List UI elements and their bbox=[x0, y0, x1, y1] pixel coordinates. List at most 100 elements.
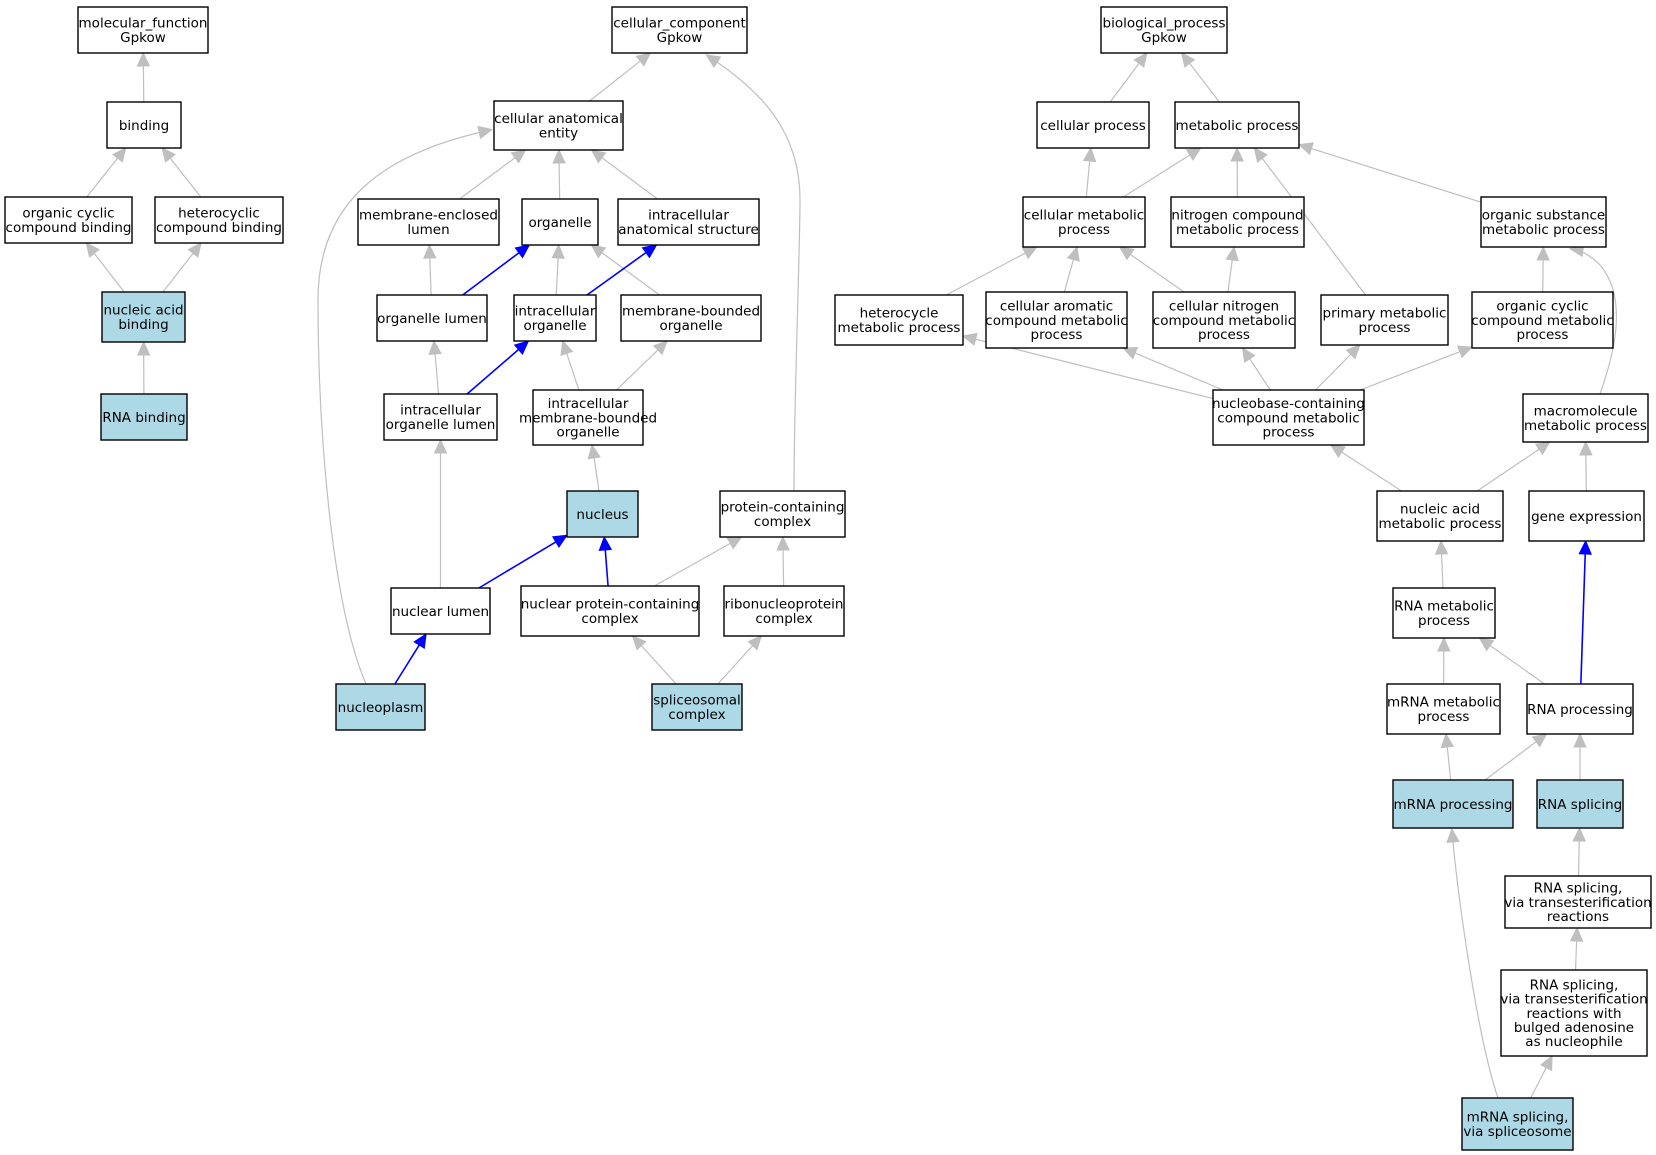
go-term-node-nlum[interactable]: nuclear lumen bbox=[390, 587, 491, 635]
edge-arrowhead bbox=[961, 332, 978, 346]
edge-arrowhead bbox=[551, 243, 565, 259]
node-box bbox=[77, 6, 209, 54]
go-term-node-ge[interactable]: gene expression bbox=[1528, 490, 1645, 542]
go-term-node-mproc[interactable]: mRNA processing bbox=[1392, 779, 1514, 829]
go-term-node-mp[interactable]: metabolic process bbox=[1174, 101, 1300, 149]
edge-msvs-to-rsvtb bbox=[1530, 1067, 1547, 1099]
node-label-line: nuclear protein-containing bbox=[521, 597, 700, 613]
edge-arrowhead bbox=[747, 635, 763, 651]
edge-iorg-to-ias bbox=[586, 251, 647, 296]
node-box bbox=[390, 587, 491, 635]
go-term-node-rsvt[interactable]: RNA splicing,via transesterificationreac… bbox=[1504, 875, 1652, 929]
go-term-node-rsvtb[interactable]: RNA splicing,via transesterificationreac… bbox=[1500, 969, 1648, 1057]
edge-nbcmp-to-cacmp bbox=[1134, 352, 1224, 391]
go-term-node-binding[interactable]: binding bbox=[106, 101, 182, 149]
node-box bbox=[4, 196, 133, 244]
node-label-line: spliceosomal bbox=[653, 693, 741, 709]
edge-hmp-to-cmp bbox=[945, 252, 1026, 296]
node-label-line: process bbox=[1359, 320, 1411, 336]
edge-iol-to-olum bbox=[434, 353, 440, 395]
edge-arrowhead bbox=[635, 52, 652, 67]
node-label-line: process bbox=[1058, 222, 1110, 238]
edge-nbcmp-to-hmp bbox=[975, 338, 1214, 400]
go-term-node-nucleus[interactable]: nucleus bbox=[566, 490, 639, 538]
edge-arrowhead bbox=[1446, 827, 1460, 844]
edge-arrowhead bbox=[776, 535, 790, 551]
edge-imbo-to-mbo bbox=[616, 349, 659, 391]
edge-arrowhead bbox=[1572, 826, 1587, 842]
edge-nucleus-to-imbo bbox=[593, 457, 600, 492]
go-term-node-rproc[interactable]: RNA processing bbox=[1526, 683, 1634, 735]
edge-arrowhead bbox=[1230, 146, 1244, 162]
edge-arrowhead bbox=[1297, 142, 1314, 156]
edge-osmp-to-mp bbox=[1311, 147, 1482, 203]
edge-arrowhead bbox=[433, 438, 448, 454]
go-term-node-olum[interactable]: organelle lumen bbox=[376, 294, 488, 342]
edge-npcc-to-pcc bbox=[654, 542, 731, 587]
node-box bbox=[1522, 393, 1649, 443]
go-term-node-org[interactable]: organelle bbox=[521, 198, 599, 246]
node-label-line: lumen bbox=[407, 222, 449, 238]
edge-pmp-to-mp bbox=[1261, 158, 1367, 296]
edge-hcb-to-binding bbox=[169, 157, 202, 198]
go-term-node-msvs[interactable]: mRNA splicing,via spliceosome bbox=[1461, 1097, 1574, 1151]
go-term-node-npl[interactable]: nucleoplasm bbox=[335, 683, 426, 731]
node-label-line: metabolic process bbox=[1482, 222, 1605, 238]
node-label-line: Gpkow bbox=[657, 30, 703, 46]
node-box bbox=[1392, 779, 1514, 829]
node-label-line: protein-containing bbox=[721, 500, 845, 516]
node-label-line: biological_process bbox=[1103, 16, 1226, 32]
node-box bbox=[532, 389, 644, 446]
node-box bbox=[1100, 6, 1228, 54]
node-label-line: organelle lumen bbox=[386, 417, 496, 433]
go-term-node-rnab[interactable]: RNA binding bbox=[100, 393, 188, 441]
edge-npcc-to-nucleus bbox=[604, 549, 609, 587]
edge-nab-to-ocb bbox=[93, 252, 125, 293]
node-label-line: membrane-bounded bbox=[622, 304, 760, 320]
node-label-line: compound binding bbox=[6, 220, 132, 236]
edge-olum-to-mel bbox=[429, 257, 432, 296]
node-label-line: metabolic process bbox=[838, 320, 961, 336]
edge-mp-to-bp bbox=[1189, 62, 1220, 103]
edge-arrowhead bbox=[1539, 1054, 1553, 1072]
go-term-node-rspl[interactable]: RNA splicing bbox=[1536, 779, 1624, 829]
edge-cp-to-bp bbox=[1109, 63, 1140, 103]
node-box bbox=[357, 198, 500, 246]
node-label-line: nucleoplasm bbox=[338, 700, 424, 716]
edge-arrowhead bbox=[1531, 733, 1548, 748]
go-term-node-cp[interactable]: cellular process bbox=[1036, 101, 1150, 149]
edge-arrowhead bbox=[1133, 52, 1148, 68]
